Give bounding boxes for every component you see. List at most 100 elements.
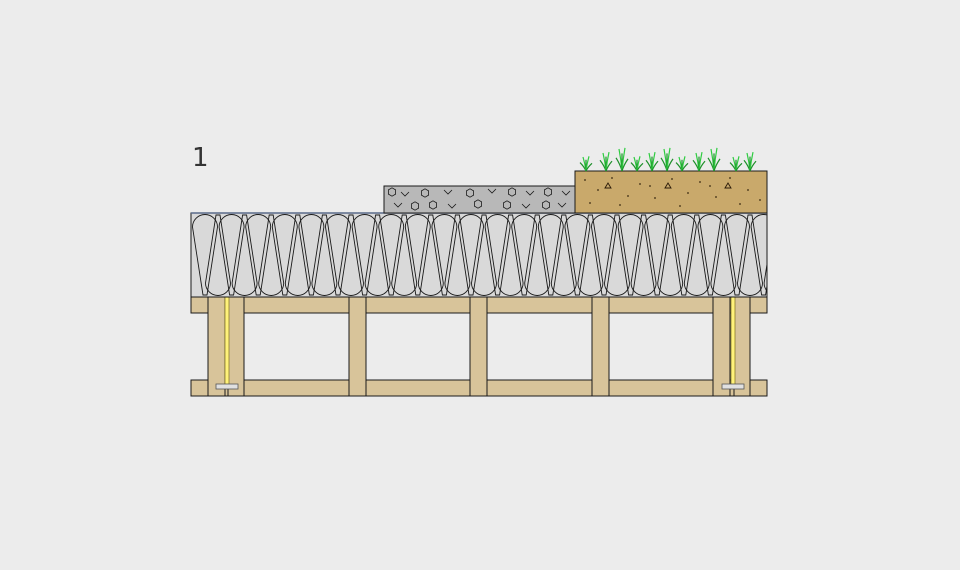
- grass-blade: [713, 158, 721, 172]
- soil-grain: [679, 205, 681, 207]
- gravel-stone: [542, 200, 550, 210]
- soil-grain: [687, 192, 689, 194]
- grass-tuft-icon: [645, 151, 659, 172]
- soil-pattern: [584, 177, 761, 207]
- soil-stone: [664, 182, 672, 189]
- insulation-loop: [192, 214, 218, 296]
- gravel-chip: [561, 190, 571, 196]
- soil-grain: [649, 185, 651, 187]
- soil-grain: [584, 179, 586, 181]
- grass-tuft-icon: [707, 147, 721, 172]
- grass-tuft-icon: [660, 147, 674, 172]
- soil-grain: [699, 181, 701, 183]
- gravel-stone: [388, 187, 396, 197]
- soil-grain: [611, 177, 613, 179]
- insulation-loop: [550, 214, 577, 296]
- gravel-chip: [443, 189, 453, 195]
- soil-grain: [597, 189, 599, 191]
- gravel-stone: [429, 200, 437, 210]
- soil-grain: [639, 183, 641, 185]
- soil-grain: [709, 185, 711, 187]
- insulation-loop: [778, 215, 803, 295]
- gravel-chip: [525, 190, 535, 196]
- gravel-stone: [411, 201, 419, 211]
- grass-blade: [698, 160, 706, 172]
- insulation-loop: [444, 214, 471, 296]
- gravel-stone: [544, 187, 552, 197]
- grass-blade: [636, 162, 644, 172]
- gravel-stone: [508, 187, 516, 197]
- anchor-rod: [224, 296, 230, 388]
- gravel-chip: [393, 202, 403, 208]
- gravel-stone: [466, 188, 474, 198]
- insulation-loop: [630, 214, 657, 296]
- vegetation-layer: [579, 147, 757, 172]
- insulation-loop: [497, 214, 524, 296]
- soil-grain: [715, 196, 717, 198]
- timber-post: [469, 296, 488, 397]
- soil-grain: [619, 204, 621, 206]
- grass-tuft-icon: [743, 151, 757, 172]
- grass-blade: [585, 162, 593, 172]
- insulation-loop: [471, 214, 497, 296]
- timber-post: [591, 296, 610, 397]
- timber-post: [227, 296, 245, 397]
- soil-stone: [724, 182, 732, 189]
- soil-grain: [671, 178, 673, 180]
- gravel-chip: [447, 203, 457, 209]
- grass-blade: [666, 158, 674, 172]
- detail-number: 1: [192, 143, 209, 173]
- anchor-plate: [721, 383, 745, 390]
- gravel-chip: [487, 188, 497, 194]
- insulation-loop: [284, 214, 311, 296]
- timber-post: [733, 296, 751, 397]
- insulation-loop: [364, 214, 391, 296]
- insulation-loop: [258, 214, 285, 296]
- grass-blade: [621, 158, 629, 172]
- gravel-chip: [521, 203, 531, 209]
- insulation-loop: [710, 214, 737, 296]
- insulation-pattern: [192, 214, 816, 296]
- insulation-loop: [205, 214, 231, 296]
- gravel-stone: [503, 200, 511, 210]
- gravel-pattern: [388, 187, 571, 211]
- grass-blade: [735, 162, 743, 172]
- anchor-plate: [215, 383, 239, 390]
- soil-grain: [747, 189, 749, 191]
- insulation-loop: [683, 214, 710, 296]
- soil-grain: [739, 203, 741, 205]
- insulation-loop: [737, 214, 763, 296]
- grass-blade: [749, 160, 757, 172]
- soil-grain: [627, 195, 629, 197]
- insulation-loop: [231, 214, 258, 296]
- grass-tuft-icon: [630, 156, 644, 172]
- insulation-loop: [577, 214, 604, 296]
- soil-block: [574, 170, 768, 214]
- insulation-loop: [524, 214, 551, 296]
- green-roof-soil-layer: [574, 170, 768, 214]
- timber-post: [712, 296, 731, 397]
- soil-grain: [729, 177, 731, 179]
- insulation-loop: [417, 214, 444, 296]
- insulation-loop: [338, 214, 364, 296]
- gravel-chip: [557, 202, 567, 208]
- timber-post: [207, 296, 226, 397]
- insulation-loop: [391, 214, 418, 296]
- grass-tuft-icon: [579, 156, 593, 172]
- grass-tuft-icon: [729, 156, 743, 172]
- soil-stone: [604, 182, 612, 189]
- soil-grain: [589, 202, 591, 204]
- soil-grain: [759, 199, 761, 201]
- gravel-stone: [421, 188, 429, 198]
- gravel-chip: [400, 191, 410, 197]
- timber-post: [348, 296, 367, 397]
- insulation-loop: [604, 214, 630, 296]
- soil-grain: [654, 197, 656, 199]
- insulation-loop: [763, 261, 767, 292]
- anchor-rod: [730, 296, 736, 388]
- grass-tuft-icon: [675, 156, 689, 172]
- insulation-layer: [190, 212, 816, 298]
- gravel-stone: [474, 199, 482, 209]
- insulation-loop: [791, 215, 816, 295]
